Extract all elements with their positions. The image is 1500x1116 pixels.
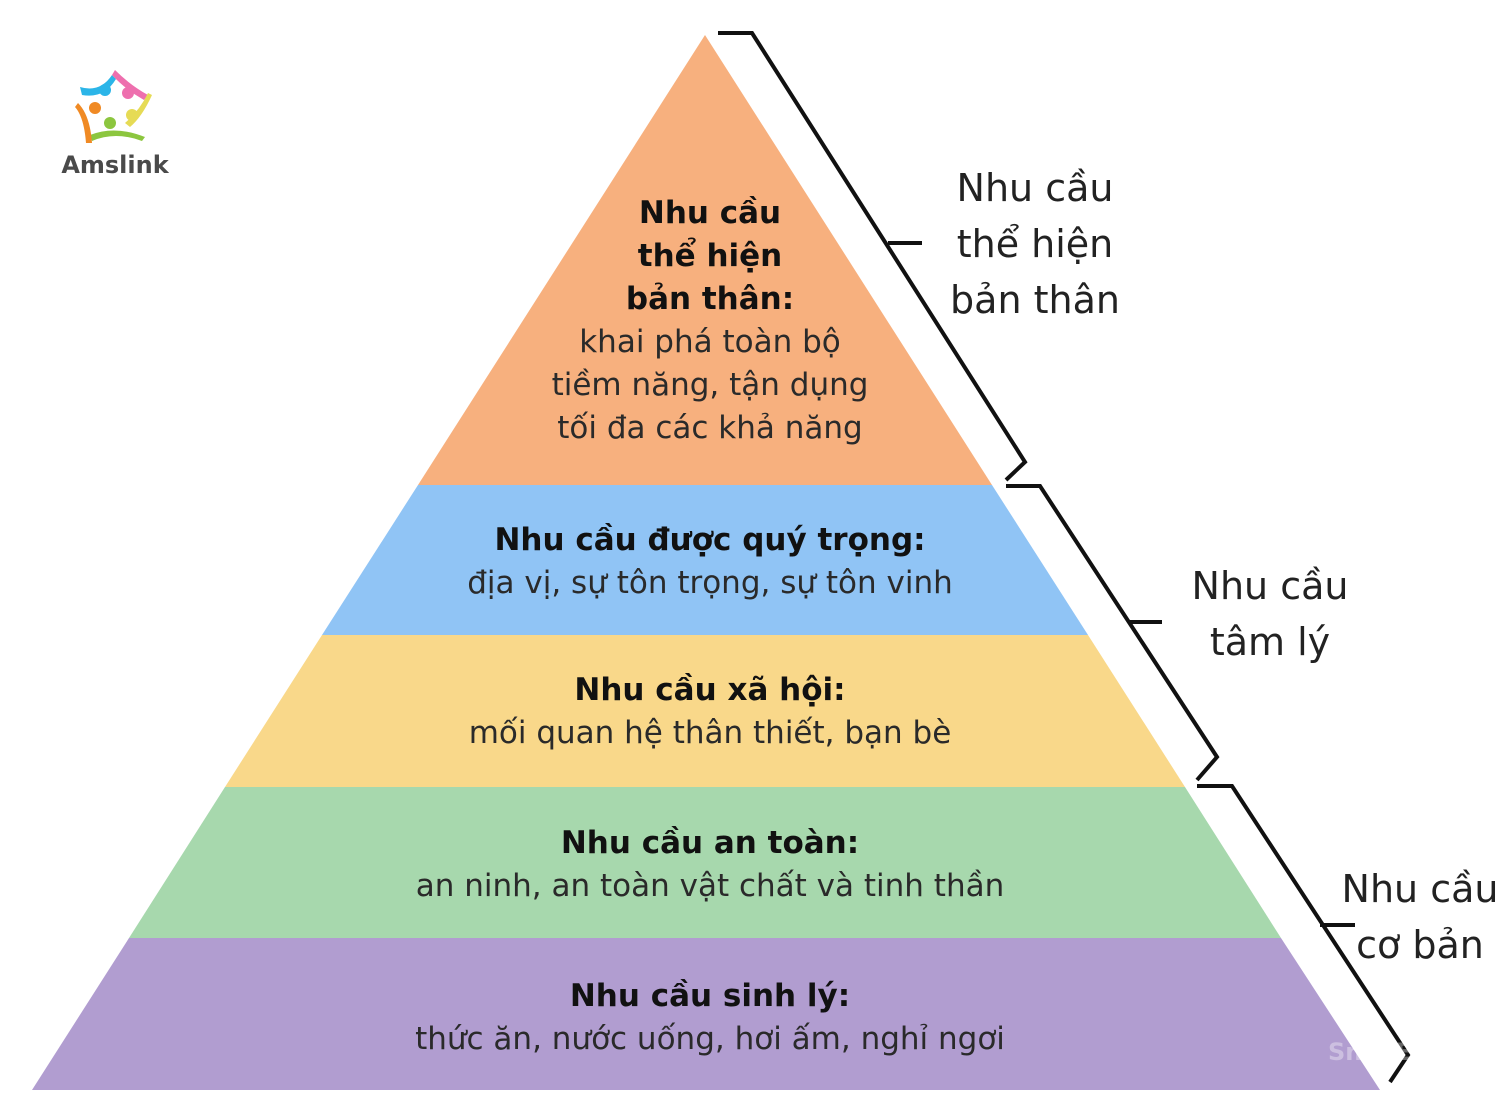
level-safety-text: Nhu cầu an toàn: an ninh, an toàn vật ch… <box>260 822 1160 908</box>
level-title-line: Nhu cầu <box>638 195 782 231</box>
group-label-psychological: Nhu cầu tâm lý <box>1170 558 1370 670</box>
level-title-line: thể hiện <box>637 238 783 274</box>
group-label-line: Nhu cầu <box>1191 564 1349 608</box>
bracket-psychological <box>1006 484 1220 782</box>
logo-text: Amslink <box>61 151 169 179</box>
level-title: Nhu cầu được quý trọng: <box>494 522 926 558</box>
level-self-actualization-text: Nhu cầu thể hiện bản thân: khai phá toàn… <box>505 192 915 450</box>
group-label-line: cơ bản <box>1356 923 1484 967</box>
level-title: Nhu cầu an toàn: <box>560 825 860 861</box>
level-desc-line: khai phá toàn bộ <box>579 324 841 360</box>
level-esteem-text: Nhu cầu được quý trọng: địa vị, sự tôn t… <box>360 519 1060 605</box>
level-title: Nhu cầu xã hội: <box>574 672 846 708</box>
level-desc: mối quan hệ thân thiết, bạn bè <box>468 715 952 751</box>
bracket-basic <box>1197 784 1411 1084</box>
bracket-self-actualization <box>718 31 1028 482</box>
level-desc: an ninh, an toàn vật chất và tinh thần <box>415 868 1005 904</box>
group-label-line: Nhu cầu <box>956 166 1114 210</box>
level-desc-line: tối đa các khả năng <box>557 410 863 446</box>
logo-people-icon <box>75 70 152 143</box>
group-label-line: Nhu cầu <box>1341 867 1499 911</box>
level-desc-line: tiềm năng, tận dụng <box>551 367 869 403</box>
pyramid-level-safety <box>129 787 1281 938</box>
group-label-line: tâm lý <box>1209 620 1331 664</box>
level-physiological-text: Nhu cầu sinh lý: thức ăn, nước uống, hơi… <box>210 975 1210 1061</box>
level-social-text: Nhu cầu xã hội: mối quan hệ thân thiết, … <box>310 669 1110 755</box>
pyramid-level-self-actualization <box>418 35 992 485</box>
group-label-line: bản thân <box>950 278 1120 322</box>
amslink-logo: Amslink <box>60 65 170 179</box>
watermark: SnapEdit <box>1328 1038 1450 1066</box>
pyramid-level-esteem <box>322 485 1088 635</box>
level-desc: thức ăn, nước uống, hơi ấm, nghỉ ngơi <box>415 1021 1005 1057</box>
level-title: Nhu cầu sinh lý: <box>569 978 851 1014</box>
level-desc: địa vị, sự tôn trọng, sự tôn vinh <box>467 565 953 601</box>
level-title-line: bản thân: <box>625 281 795 317</box>
pyramid-level-physiological <box>32 938 1380 1090</box>
group-label-line: thể hiện <box>956 222 1114 266</box>
pyramid-level-social <box>225 635 1185 787</box>
group-label-self-actualization: Nhu cầu thể hiện bản thân <box>930 160 1140 328</box>
group-label-basic: Nhu cầu cơ bản <box>1325 861 1500 973</box>
